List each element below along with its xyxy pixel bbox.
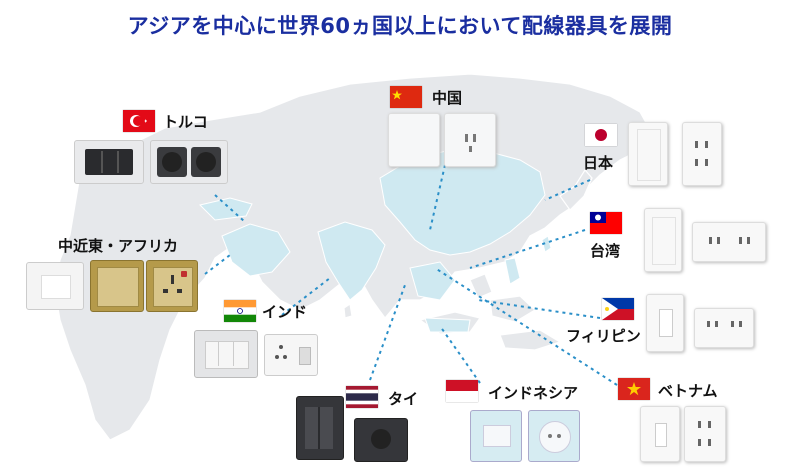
page-title: アジアを中心に世界60ヵ国以上において配線器具を展開 [127, 14, 673, 38]
label-taiwan: 台湾 [590, 242, 621, 260]
product-philippines-switch [646, 294, 684, 352]
label-vietnam: ベトナム [658, 382, 718, 400]
flag-taiwan [590, 212, 622, 234]
product-turkey-outlet [150, 140, 228, 184]
product-taiwan-switch [644, 208, 682, 272]
leader-india [281, 277, 331, 316]
map-highlight [199, 149, 552, 333]
label-china: 中国 [432, 89, 463, 107]
flag-thailand [346, 386, 378, 408]
product-taiwan-outlet [692, 222, 766, 262]
leader-japan [544, 179, 591, 201]
label-middle-east-africa: 中近東・アフリカ [58, 237, 179, 255]
leader-vietnam [434, 267, 618, 386]
leader-thailand [369, 284, 406, 381]
product-japan-switch [628, 122, 668, 186]
product-china-switch [388, 113, 440, 167]
product-vietnam-outlet [684, 406, 726, 462]
product-indonesia-outlet [528, 410, 580, 462]
flag-china [390, 86, 422, 108]
product-philippines-outlet [694, 308, 754, 348]
leader-lines [204, 164, 618, 386]
product-vietnam-switch [640, 406, 680, 462]
leader-indonesia [439, 325, 481, 384]
product-japan-outlet [682, 122, 722, 186]
product-mideast-gold-switch [90, 260, 144, 312]
product-indonesia-switch [470, 410, 522, 462]
flag-philippines [602, 298, 634, 320]
product-india-outlet [264, 334, 318, 376]
product-thailand-outlet [354, 418, 408, 462]
product-turkey-switch [74, 140, 144, 184]
leader-taiwan [469, 229, 586, 269]
label-indonesia: インドネシア [488, 384, 579, 402]
product-india-switch [194, 330, 258, 378]
label-india: インド [262, 303, 308, 321]
product-thailand-switch [296, 396, 344, 460]
flag-indonesia [446, 380, 478, 402]
flag-japan [585, 124, 617, 146]
leader-middle-east [204, 254, 231, 275]
label-japan: 日本 [583, 154, 614, 172]
flag-vietnam [618, 378, 650, 400]
label-turkey: トルコ [163, 113, 208, 131]
flag-india [224, 300, 256, 322]
product-mideast-gold-outlet [146, 260, 198, 312]
label-thailand: タイ [388, 390, 419, 408]
product-china-outlet [444, 113, 496, 167]
product-mideast-white-switch [26, 262, 84, 310]
label-philippines: フィリピン [566, 327, 641, 345]
flag-turkey [123, 110, 155, 132]
